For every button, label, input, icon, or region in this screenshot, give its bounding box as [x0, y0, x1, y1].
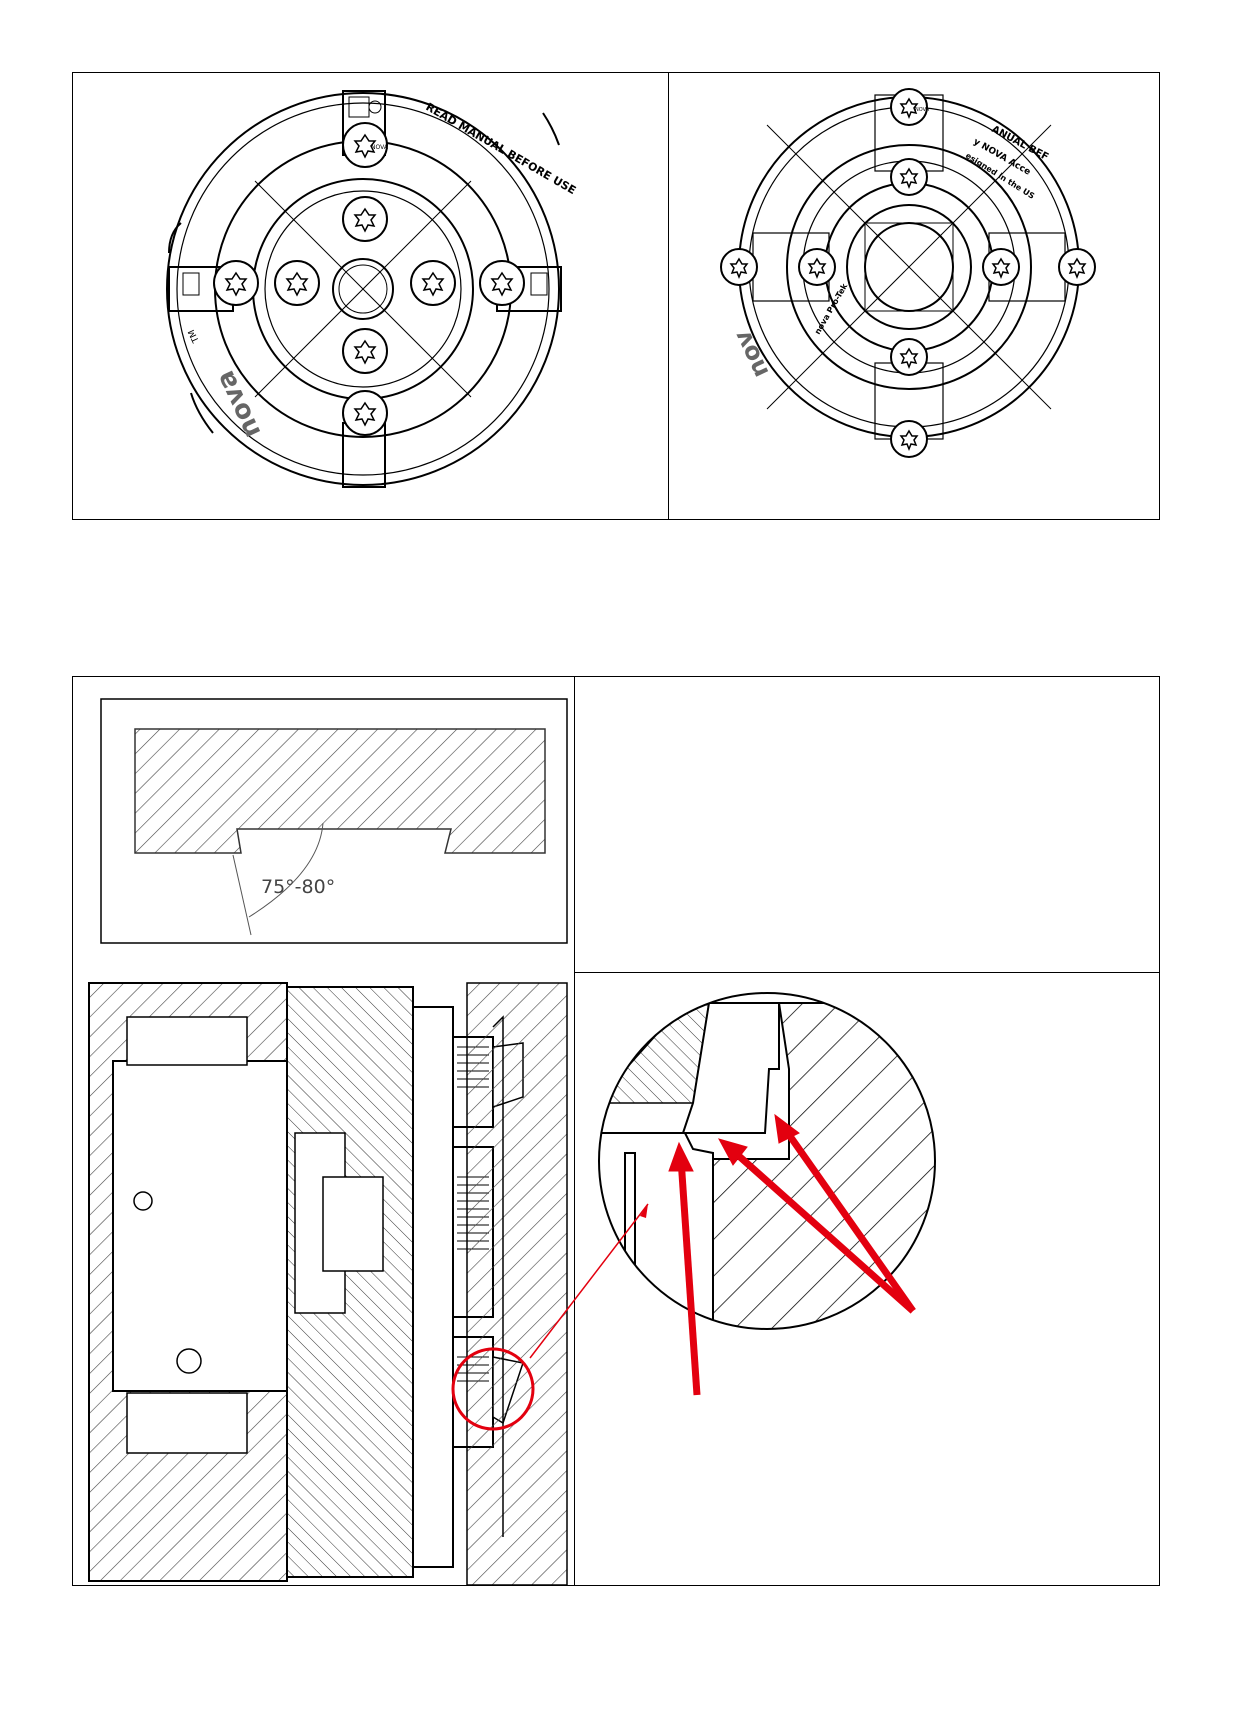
magnified-detail-cell — [575, 973, 1159, 1585]
rear-view-cell: ANUAL BEF y NOVA Acce esigned in the US … — [669, 73, 1159, 519]
top-figure-table: READ MANUAL BEFORE USE nova TM NOVA — [72, 72, 1160, 520]
bottom-figure-table: 75°-80° — [72, 676, 1160, 1586]
magnified-detail — [575, 973, 1159, 1585]
brand-text: nov — [728, 326, 774, 383]
chuck-front-view: READ MANUAL BEFORE USE nova TM NOVA — [73, 73, 669, 519]
rim-text: READ MANUAL BEFORE USE — [424, 100, 579, 197]
screw-label: NOVA — [915, 107, 930, 113]
blank-cell — [575, 677, 1159, 973]
tm-mark: TM — [187, 328, 202, 345]
chuck-cross-section — [89, 983, 567, 1585]
angle-detail: 75°-80° — [135, 729, 545, 935]
angle-label: 75°-80° — [261, 876, 335, 898]
screw-label: NOVA — [371, 144, 389, 151]
rim-text-4: nova Pro-Tek — [813, 281, 850, 336]
front-view-cell: READ MANUAL BEFORE USE nova TM NOVA — [73, 73, 669, 519]
section-drawings: 75°-80° — [73, 677, 575, 1585]
chuck-rear-view: ANUAL BEF y NOVA Acce esigned in the US … — [669, 73, 1159, 519]
brand-text: nova — [210, 366, 267, 443]
section-view-cell: 75°-80° — [73, 677, 575, 1585]
